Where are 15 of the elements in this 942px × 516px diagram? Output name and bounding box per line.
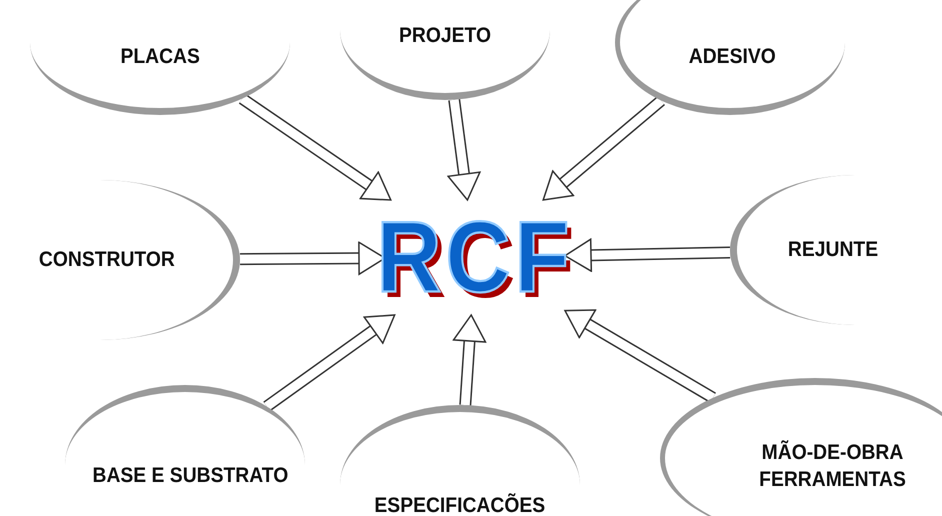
block-arrow <box>540 96 665 204</box>
block-arrow <box>447 98 481 201</box>
node-label: BASE E SUBSTRATO <box>92 463 288 490</box>
node-label: MÃO-DE-OBRA FERRAMENTAS <box>758 440 907 492</box>
node-label: ADESIVO <box>689 44 776 70</box>
node-label: ESPECIFICACÕES <box>374 493 546 516</box>
node-label: PROJETO <box>399 23 491 50</box>
block-arrow <box>564 238 730 272</box>
block-arrow <box>238 94 394 204</box>
node-label: REJUNTE <box>788 236 879 263</box>
block-arrow <box>452 314 486 406</box>
block-arrow <box>562 306 716 403</box>
node-label: CONSTRUTOR <box>38 246 174 273</box>
center-title: RCF <box>376 207 574 308</box>
node-label: PLACAS <box>120 44 200 70</box>
